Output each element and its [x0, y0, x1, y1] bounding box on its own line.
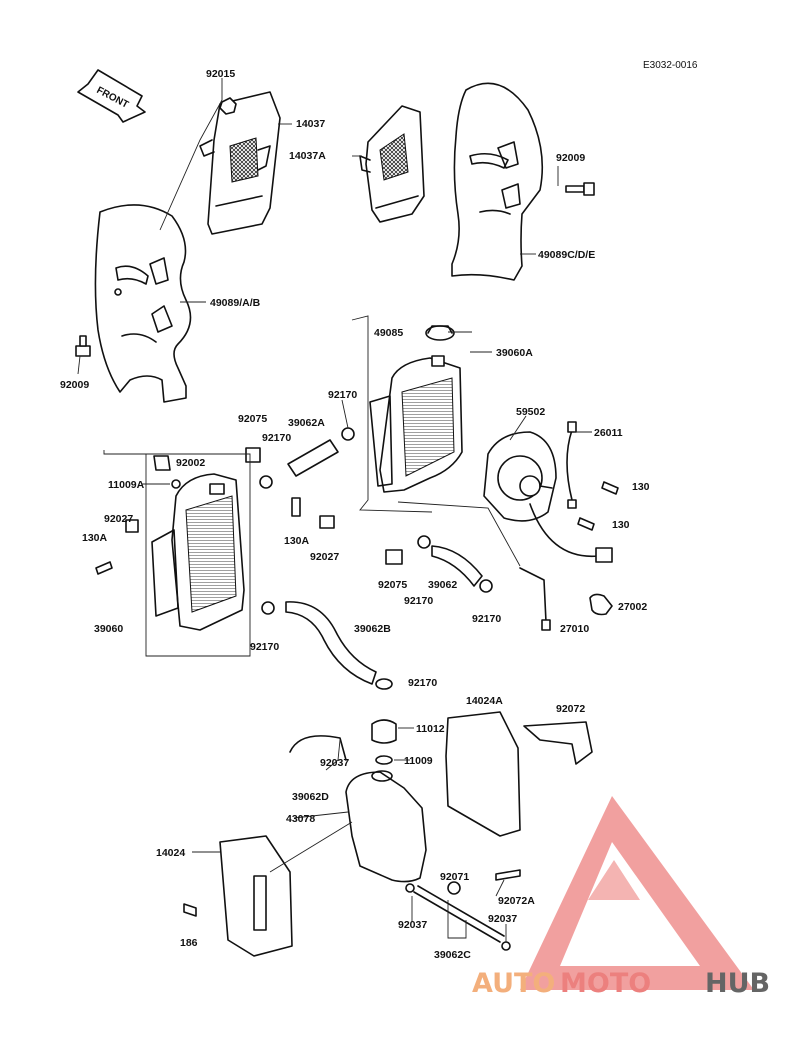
- label-92170-a: 92170: [328, 389, 357, 401]
- tank-cover-14024A: [445, 711, 521, 837]
- watermark-moto: MOTO: [560, 968, 651, 999]
- label-92072: 92072: [556, 703, 585, 715]
- label-11009: 11009: [404, 755, 433, 767]
- label-11009A: 11009A: [108, 479, 145, 491]
- left-radiator-guard: [199, 91, 281, 235]
- label-92170-f: 92170: [408, 677, 437, 689]
- label-92027-b: 92027: [310, 551, 339, 563]
- right-radiator-guard: [359, 105, 425, 223]
- label-92009-right: 92009: [556, 152, 585, 164]
- label-92002: 92002: [176, 457, 205, 469]
- small-hardware: [183, 869, 521, 951]
- front-arrow-icon: FRONT: [77, 69, 146, 123]
- label-39062B: 39062B: [354, 623, 391, 635]
- label-11012: 11012: [416, 723, 445, 735]
- label-27010: 27010: [560, 623, 589, 635]
- cooling-fan: [483, 431, 557, 522]
- label-26011: 26011: [594, 427, 623, 439]
- label-92015: 92015: [206, 68, 235, 80]
- hose-39062: [431, 545, 483, 587]
- label-39060A: 39060A: [496, 347, 533, 359]
- bolts-130: [95, 481, 619, 575]
- left-radiator-shroud: [94, 204, 192, 403]
- label-92009-left: 92009: [60, 379, 89, 391]
- label-92037-b: 92037: [398, 919, 427, 931]
- clamps-92170: [259, 427, 493, 690]
- label-92170-c: 92170: [404, 595, 433, 607]
- label-49089CDE: 49089C/D/E: [538, 249, 595, 261]
- reserve-tank: [345, 770, 427, 883]
- label-92170-e: 92170: [250, 641, 279, 653]
- right-radiator-shroud: [451, 82, 544, 281]
- label-92037-c: 92037: [488, 913, 517, 925]
- label-92027-a: 92027: [104, 513, 133, 525]
- label-14037A: 14037A: [289, 150, 326, 162]
- watermark-logo: AUTO MOTO HUB: [472, 796, 770, 999]
- label-92170-b: 92170: [262, 432, 291, 444]
- label-43078: 43078: [286, 813, 315, 825]
- tank-cover-14024: [219, 835, 293, 957]
- label-92075-a: 92075: [238, 413, 267, 425]
- diagram-code: E3032-0016: [643, 60, 698, 71]
- radiator-cap-49085: [425, 325, 455, 341]
- label-39060: 39060: [94, 623, 123, 635]
- label-130-a: 130: [632, 481, 650, 493]
- bolt-92009-right: [565, 182, 595, 196]
- bolt-92009-left: [75, 335, 91, 357]
- label-49089AB: 49089/A/B: [210, 297, 261, 309]
- label-186: 186: [180, 937, 198, 949]
- label-14037: 14037: [296, 118, 325, 130]
- switch-27002: [589, 593, 613, 616]
- label-92071: 92071: [440, 871, 469, 883]
- wire-harness-26011: [529, 421, 613, 563]
- label-39062C: 39062C: [434, 949, 471, 961]
- leader-lines: [77, 78, 592, 942]
- label-92075-b: 92075: [378, 579, 407, 591]
- label-27002: 27002: [618, 601, 647, 613]
- label-130-b: 130: [612, 519, 630, 531]
- watermark-hub: HUB: [705, 968, 770, 999]
- plug-92002: [153, 455, 181, 489]
- label-92072A: 92072A: [498, 895, 535, 907]
- fittings-92075: [245, 447, 403, 565]
- label-92037-a: 92037: [320, 757, 349, 769]
- hose-39062B: [285, 601, 377, 685]
- left-radiator: [151, 473, 245, 631]
- watermark-auto: AUTO: [472, 968, 555, 999]
- label-59502: 59502: [516, 406, 545, 418]
- label-130A-left: 130A: [82, 532, 108, 544]
- label-39062: 39062: [428, 579, 457, 591]
- label-39062A: 39062A: [288, 417, 325, 429]
- hose-39062C: [413, 885, 505, 943]
- hose-39062A: [287, 439, 339, 477]
- label-14024A: 14024A: [466, 695, 503, 707]
- thermo-switch-wire-27010: [519, 567, 551, 631]
- label-49085: 49085: [374, 327, 403, 339]
- nut-92015: [219, 97, 237, 115]
- part-labels: 92015 14037 14037A 92009 49089C/D/E 4908…: [60, 68, 650, 961]
- right-radiator: [369, 355, 463, 493]
- label-39062D: 39062D: [292, 791, 329, 803]
- hose-39062D: [289, 735, 347, 761]
- label-92170-d: 92170: [472, 613, 501, 625]
- label-14024: 14024: [156, 847, 185, 859]
- bracket-92072: [523, 721, 593, 765]
- label-130A-right: 130A: [284, 535, 310, 547]
- tank-cap-11012: [371, 719, 397, 765]
- grommets-92027: [125, 515, 335, 533]
